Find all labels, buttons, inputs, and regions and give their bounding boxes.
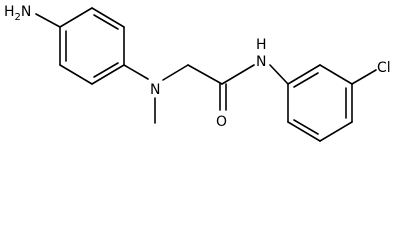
amide-nh-label: H N: [256, 37, 267, 70]
bond: [351, 69, 377, 85]
bond: [287, 64, 321, 85]
bond: [123, 64, 149, 80]
double-bond: [93, 14, 119, 30]
ring-chlorophenyl: [287, 64, 353, 142]
bond: [221, 64, 255, 85]
bond: [269, 64, 289, 85]
bond: [59, 7, 93, 28]
bond: [287, 121, 321, 142]
ring-aminophenyl: [59, 7, 125, 85]
structure-diagram: H2N N H N O Cl: [4, 4, 391, 142]
amide-hydrogen-label: H: [256, 37, 267, 53]
oxygen-label: O: [216, 114, 227, 130]
bond: [319, 64, 353, 85]
bond: [59, 64, 93, 85]
bond: [162, 64, 189, 81]
bond: [35, 13, 61, 28]
chlorine-label: Cl: [377, 60, 391, 76]
bond: [187, 64, 223, 85]
amide-nitrogen-label: N: [256, 54, 266, 70]
double-bond: [293, 119, 319, 135]
amine-label: H2N: [4, 4, 31, 23]
bond: [91, 7, 125, 28]
double-bond: [293, 72, 319, 88]
bond: [319, 121, 353, 142]
tertiary-nitrogen-label: N: [150, 82, 160, 98]
double-bond: [93, 62, 119, 78]
bond: [91, 64, 125, 85]
